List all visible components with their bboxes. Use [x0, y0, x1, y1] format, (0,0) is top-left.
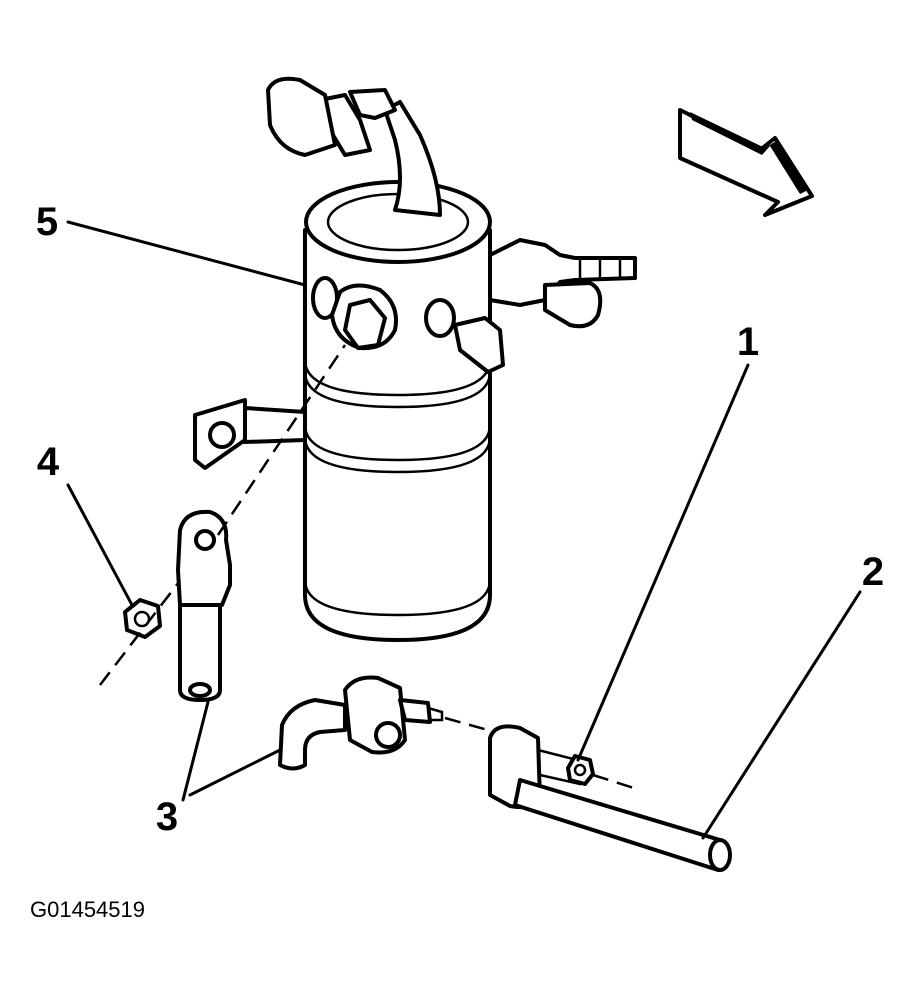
- callout-2: 2: [862, 550, 884, 594]
- mounting-bracket: [193, 398, 307, 470]
- callout-4: 4: [37, 440, 60, 484]
- leader-line-1: [576, 363, 750, 762]
- callout-3: 3: [156, 795, 178, 839]
- part-2-pipe: [488, 724, 732, 872]
- part-1-nut: [566, 754, 595, 786]
- dashed-line-nut-1: [592, 773, 641, 792]
- leader-line-3a: [181, 700, 210, 802]
- leader-line-4: [66, 483, 134, 607]
- dashed-line-hose-left: [216, 344, 347, 536]
- callout-1: 1: [737, 320, 759, 364]
- dashed-line-elbow: [444, 716, 496, 734]
- part-3-hose-left: [176, 509, 232, 702]
- part-4-nut: [123, 598, 162, 639]
- part-3-elbow-hose: [278, 675, 444, 771]
- leader-line-3b: [188, 748, 282, 797]
- leader-line-2: [701, 590, 862, 840]
- figure-id: G01454519: [30, 897, 145, 922]
- front-direction-arrow-icon: [678, 108, 814, 217]
- leader-line-5: [66, 220, 307, 287]
- receiver-dehydrator: [193, 76, 637, 642]
- callout-5: 5: [36, 200, 58, 244]
